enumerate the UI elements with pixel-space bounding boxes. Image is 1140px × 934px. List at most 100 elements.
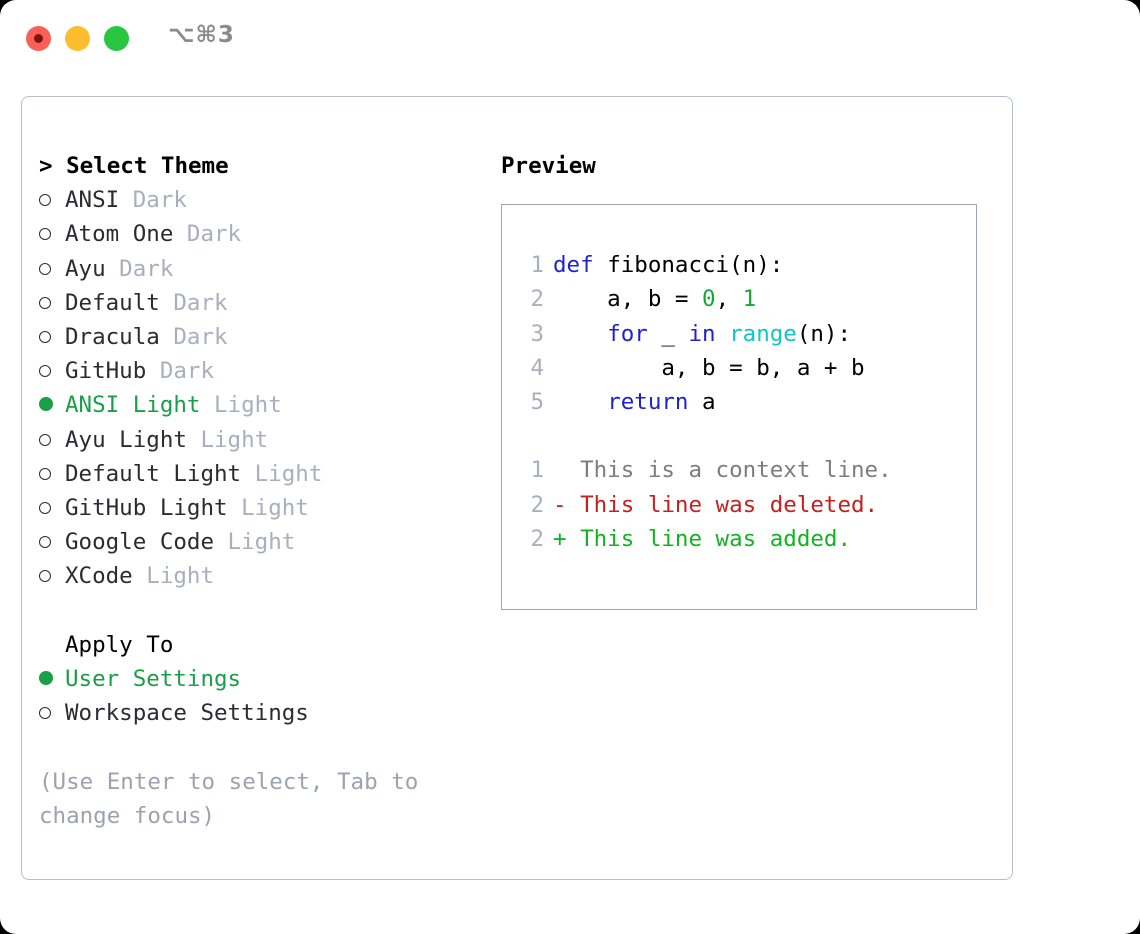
empty-circle-icon <box>39 331 51 344</box>
code-token: return <box>607 389 689 416</box>
option-row[interactable]: Google Code Light <box>39 525 479 559</box>
diff-text: + This line was added. <box>553 525 852 552</box>
option-label: Ayu Light <box>65 426 187 453</box>
option-label: GitHub <box>65 358 147 385</box>
diff-line: 2 + This line was added. <box>520 522 972 556</box>
minimize-window-icon[interactable] <box>65 26 90 51</box>
code-token: _ <box>647 320 689 347</box>
code-line: 2 a, b = 0, 1 <box>520 282 972 316</box>
empty-circle-icon <box>39 502 51 515</box>
keyboard-shortcut-label: ⌥⌘3 <box>168 22 235 48</box>
empty-circle-icon <box>39 296 51 309</box>
radio-selected-icon[interactable] <box>39 388 65 422</box>
radio-unselected-icon[interactable] <box>39 491 65 525</box>
line-number: 2 <box>530 525 544 552</box>
option-row[interactable]: ANSI Light Light <box>39 388 479 422</box>
option-label: Atom One <box>65 221 174 248</box>
code-token: a <box>688 389 716 416</box>
line-number: 5 <box>530 389 544 416</box>
code-token: range <box>729 320 797 347</box>
radio-unselected-icon[interactable] <box>39 183 65 217</box>
option-variant-tag: Light <box>186 426 269 453</box>
option-variant-tag: Dark <box>173 221 242 248</box>
empty-circle-icon <box>39 570 51 583</box>
option-label: User Settings <box>65 666 242 693</box>
traffic-lights <box>26 26 129 51</box>
option-row[interactable]: Dracula Dark <box>39 320 479 354</box>
option-row[interactable]: Default Light Light <box>39 457 479 491</box>
line-number: 2 <box>530 491 544 518</box>
option-row[interactable]: Workspace Settings <box>39 696 479 730</box>
option-label: ANSI Light <box>65 392 201 419</box>
option-row[interactable]: ANSI Dark <box>39 183 479 217</box>
spacer <box>39 730 479 764</box>
option-row[interactable]: GitHub Light Light <box>39 491 479 525</box>
empty-circle-icon <box>39 467 51 480</box>
option-label: Default Light <box>65 460 242 487</box>
line-number: 1 <box>530 457 544 484</box>
line-number: 3 <box>530 320 544 347</box>
line-number: 4 <box>530 354 544 381</box>
apply-to-header: Apply To <box>65 631 174 658</box>
option-label: GitHub Light <box>65 495 228 522</box>
option-variant-tag: Dark <box>159 324 228 351</box>
radio-unselected-icon[interactable] <box>39 696 65 730</box>
maximize-window-icon[interactable] <box>104 26 129 51</box>
radio-unselected-icon[interactable] <box>39 354 65 388</box>
option-label: Google Code <box>65 529 215 556</box>
diff-text: - This line was deleted. <box>553 491 879 518</box>
radio-unselected-icon[interactable] <box>39 252 65 286</box>
option-variant-tag: Light <box>200 392 282 419</box>
preview-title: Preview <box>501 153 596 179</box>
option-variant-tag: Light <box>214 529 296 556</box>
code-token: a, b = <box>553 286 703 313</box>
option-row[interactable]: Default Dark <box>39 286 479 320</box>
close-window-icon[interactable] <box>26 26 51 51</box>
select-theme-header: > Select Theme <box>39 153 229 179</box>
option-label: Ayu <box>65 255 106 282</box>
code-token: (n): <box>796 320 852 347</box>
spacer <box>520 419 972 453</box>
code-token: 1 <box>742 286 757 313</box>
option-variant-tag: Dark <box>146 358 215 385</box>
keyboard-hint-text: (Use Enter to select, Tab to change focu… <box>39 768 419 829</box>
radio-unselected-icon[interactable] <box>39 286 65 320</box>
code-token: in <box>688 320 716 347</box>
option-row[interactable]: XCode Light <box>39 559 479 593</box>
radio-unselected-icon[interactable] <box>39 423 65 457</box>
code-token: def <box>553 252 608 279</box>
option-row[interactable]: Ayu Dark <box>39 252 479 286</box>
spacer <box>39 594 479 628</box>
code-token <box>716 321 730 347</box>
option-label: Dracula <box>65 324 160 351</box>
radio-unselected-icon[interactable] <box>39 559 65 593</box>
option-variant-tag: Light <box>132 563 215 590</box>
filled-circle-icon <box>39 671 53 686</box>
radio-unselected-icon[interactable] <box>39 457 65 491</box>
code-token: a, b = b, a + b <box>553 354 865 381</box>
empty-circle-icon <box>39 194 51 207</box>
option-row[interactable]: User Settings <box>39 662 479 696</box>
radio-unselected-icon[interactable] <box>39 320 65 354</box>
empty-circle-icon <box>39 707 51 720</box>
option-variant-tag: Dark <box>119 187 187 214</box>
radio-unselected-icon[interactable] <box>39 217 65 251</box>
diff-line: 1 This is a context line. <box>520 453 972 487</box>
option-row[interactable]: Ayu Light Light <box>39 423 479 457</box>
option-row[interactable]: Atom One Dark <box>39 217 479 251</box>
option-row[interactable]: GitHub Dark <box>39 354 479 388</box>
radio-unselected-icon[interactable] <box>39 525 65 559</box>
code-token: , <box>715 286 743 313</box>
radio-selected-icon[interactable] <box>39 662 65 696</box>
line-number: 1 <box>530 252 544 279</box>
code-line: 4 a, b = b, a + b <box>520 351 972 385</box>
diff-sample: 1 This is a context line. 2 - This line wa… <box>520 453 972 556</box>
